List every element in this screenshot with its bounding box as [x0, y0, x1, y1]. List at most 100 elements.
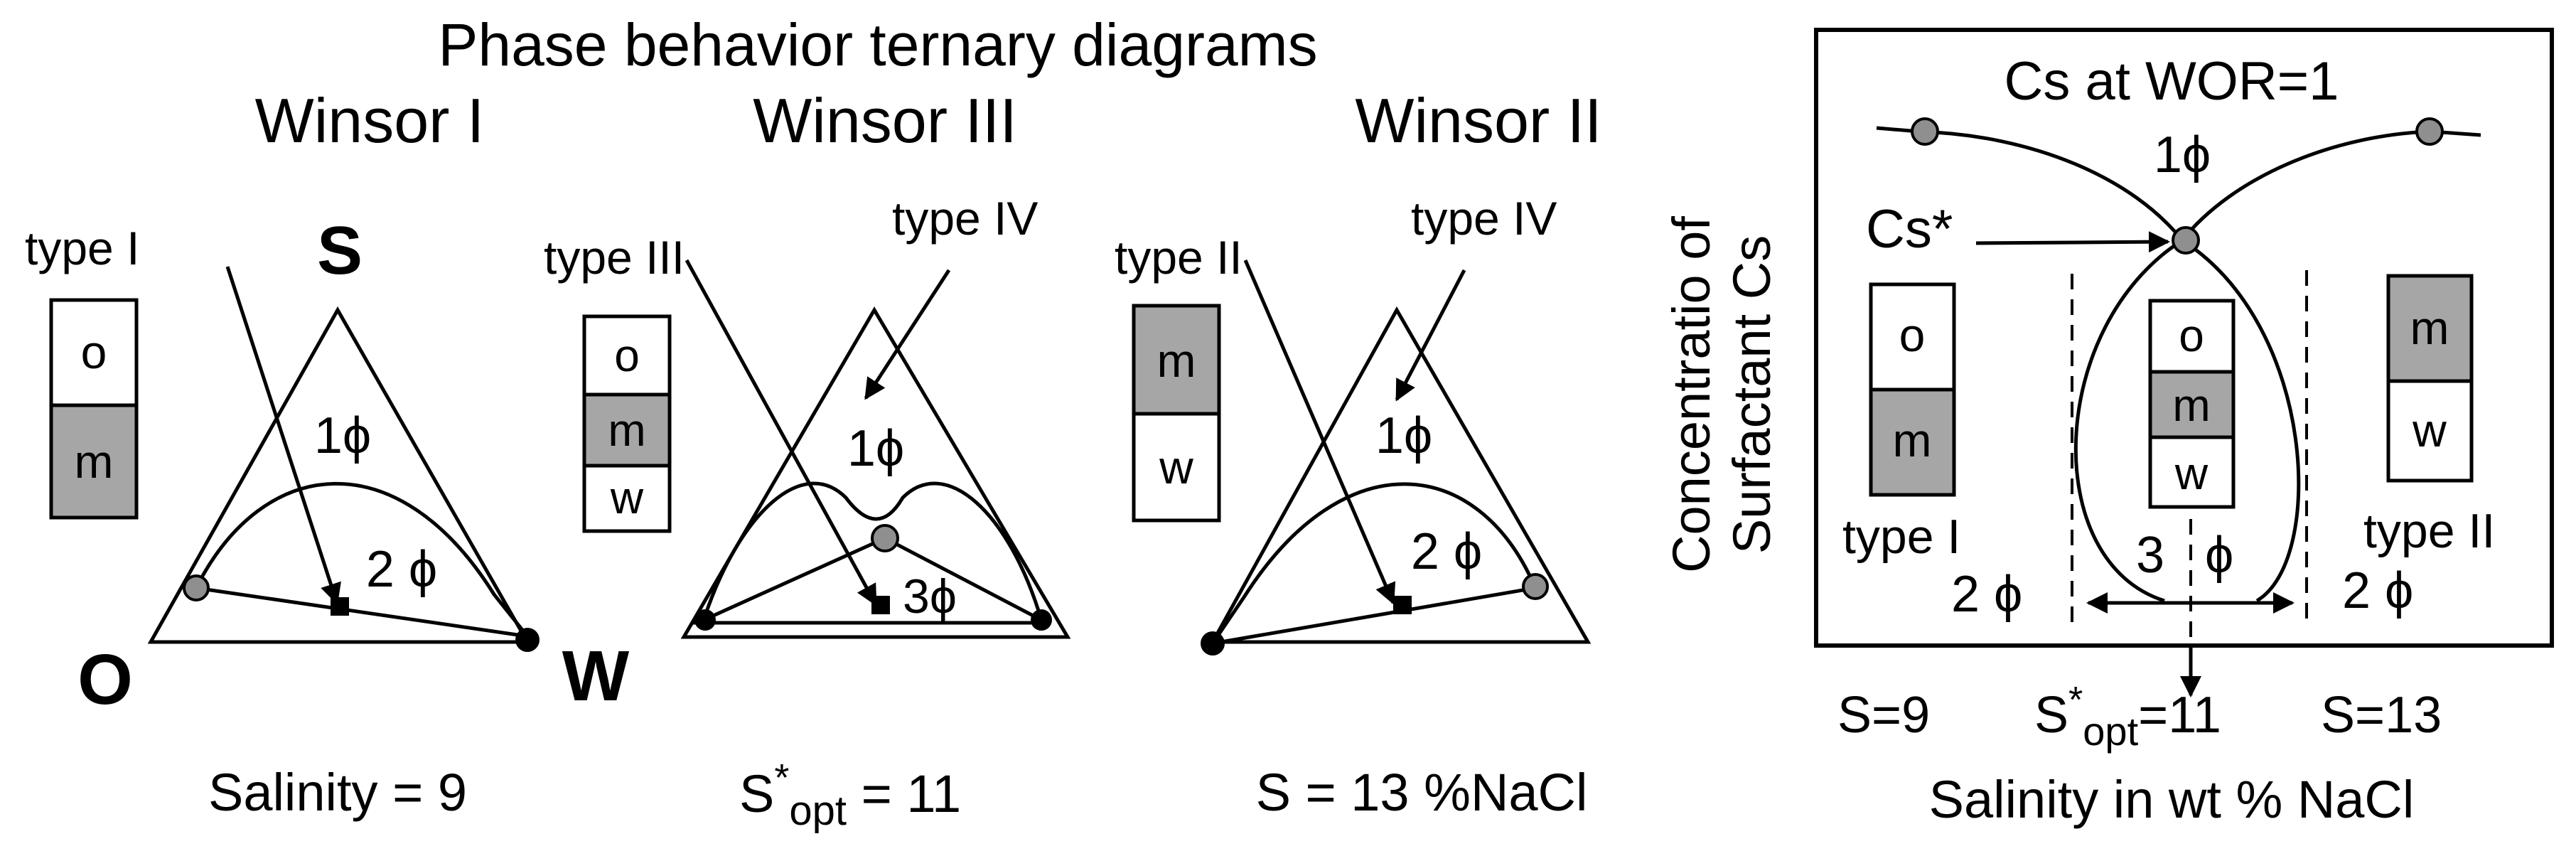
stack-label-w: w [610, 472, 644, 523]
ternary-triangle [147, 306, 531, 644]
y-axis-label-line2: Surfactant Cs [1722, 235, 1781, 554]
vertex-o-label: O [77, 640, 133, 719]
stack-cell-water [2386, 379, 2474, 483]
binodal-curve [194, 481, 529, 638]
winsor-ii-diagram: Winsor II type II type IV m w 1ϕ 2 ϕ S =… [1115, 85, 1602, 822]
type-ii-label: type II [1115, 231, 1243, 284]
sopt-opt: opt [2083, 709, 2138, 754]
stack-label-m: m [2172, 380, 2210, 431]
stack-cell-water [582, 464, 672, 533]
stack-label-o: o [1899, 309, 1926, 361]
winsor-ii-heading: Winsor II [1355, 85, 1601, 156]
winsor-i-heading: Winsor I [255, 85, 485, 156]
w-vertex-node [515, 628, 540, 652]
winsor-ii-phase-stack: m w [1132, 304, 1221, 523]
stack-label-w: w [2412, 404, 2447, 456]
type-iii-arrow [685, 259, 878, 606]
right-upper-boundary [2181, 129, 2481, 242]
vertex-w-label: W [562, 636, 630, 716]
ternary-triangle [1209, 306, 1592, 644]
winsor-i-phase-stack: o m [49, 298, 139, 520]
stack-cell-micro [1869, 387, 1956, 497]
two-phase-label: 2 ϕ [366, 541, 437, 598]
binodal-lobes [702, 481, 1043, 621]
stack-cell-micro [49, 403, 139, 520]
x-axis-label: Salinity in wt % NaCl [1929, 770, 2415, 829]
invariant-point-node [871, 524, 899, 552]
type-iii-label: type III [544, 231, 685, 284]
stack-label-m: m [2410, 301, 2449, 354]
caption-opt: opt [789, 788, 847, 834]
middle-phase-stack: o m w [2148, 299, 2236, 509]
x-tick-s13: S=13 [2321, 687, 2442, 744]
one-phase-label: 1ϕ [314, 407, 371, 464]
box-title: Cs at WOR=1 [2005, 51, 2339, 112]
stack-cell-micro [1132, 304, 1221, 416]
stack-label-m: m [75, 435, 114, 488]
cs-star-node [2172, 226, 2200, 255]
sopt-value: =11 [2138, 687, 2221, 744]
right-type-label: type II [2363, 504, 2495, 558]
stack-cell-oil [49, 298, 139, 407]
stack-label-w: w [1159, 441, 1193, 493]
three-phase-label-phi: ϕ [2205, 527, 2233, 584]
binodal-curve [1211, 482, 1537, 645]
salinity-scan-diagram: Concentratio of Surfactant Cs Cs at WOR=… [1662, 28, 2554, 829]
stack-label-m: m [1157, 334, 1196, 387]
stack-cell-water [1132, 412, 1221, 523]
right-phase-stack: m w [2386, 274, 2474, 483]
winsor-ii-caption: S = 13 %NaCl [1256, 763, 1588, 822]
y-axis-label-line1: Concentratio of [1662, 216, 1721, 573]
overall-composition-marker [1393, 596, 1412, 614]
ternary-triangle [680, 306, 1071, 639]
stack-label-m: m [1893, 414, 1932, 466]
plait-point-node [1522, 573, 1549, 600]
water-corner-node [1031, 609, 1052, 631]
one-phase-label: 1ϕ [847, 420, 904, 477]
vertex-s-label: S [317, 213, 363, 289]
left-three-phase-boundary [2073, 238, 2184, 603]
right-endpoint-node [2415, 117, 2444, 146]
o-vertex-node [1201, 631, 1225, 656]
type-ii-arrow [1243, 260, 1396, 605]
winsor-iii-heading: Winsor III [753, 85, 1017, 156]
left-two-phase-label: 2 ϕ [1951, 566, 2022, 623]
caption-s: S [739, 764, 774, 823]
stack-label-w: w [2174, 448, 2209, 499]
x-tick-s9: S=9 [1837, 687, 1930, 744]
overall-composition-marker [331, 597, 349, 616]
type-iv-label: type IV [1411, 192, 1557, 245]
stack-label-m: m [608, 405, 645, 456]
type-i-arrow [225, 266, 341, 605]
caption-star: * [774, 756, 789, 799]
stack-label-o: o [2179, 310, 2204, 361]
winsor-iii-phase-stack: o m w [582, 314, 672, 533]
overall-composition-marker [871, 596, 890, 614]
tie-line [1212, 586, 1536, 646]
cs-star-arrow [1975, 231, 2170, 253]
type-iv-arrow [1395, 269, 1466, 402]
oil-corner-node [694, 609, 716, 631]
winsor-iii-diagram: Winsor III type III type IV o m w 1ϕ 3ϕ … [544, 85, 1071, 834]
right-two-phase-label: 2 ϕ [2342, 562, 2413, 619]
figure-title: Phase behavior ternary diagrams [438, 11, 1317, 78]
tie-line [195, 586, 528, 638]
type-i-label: type I [25, 222, 139, 274]
three-phase-label-3: 3 [2136, 527, 2164, 584]
stack-label-o: o [614, 330, 640, 381]
plait-point-node [183, 574, 210, 601]
plot-frame [1814, 28, 2554, 648]
stack-cell-micro [2386, 274, 2474, 383]
left-type-label: type I [1842, 510, 1960, 564]
two-phase-label: 2 ϕ [1411, 523, 1482, 580]
sopt-star: * [2068, 680, 2083, 721]
cs-star-label: Cs* [1866, 199, 1953, 260]
caption-value: = 11 [847, 764, 961, 823]
winsor-iii-caption: S*opt = 11 [739, 756, 961, 834]
left-endpoint-node [1911, 117, 1939, 146]
stack-cell-oil [1869, 282, 1956, 392]
left-phase-stack: o m [1869, 282, 1956, 497]
three-phase-label: 3ϕ [903, 569, 957, 624]
one-phase-label: 1ϕ [2154, 127, 2211, 183]
